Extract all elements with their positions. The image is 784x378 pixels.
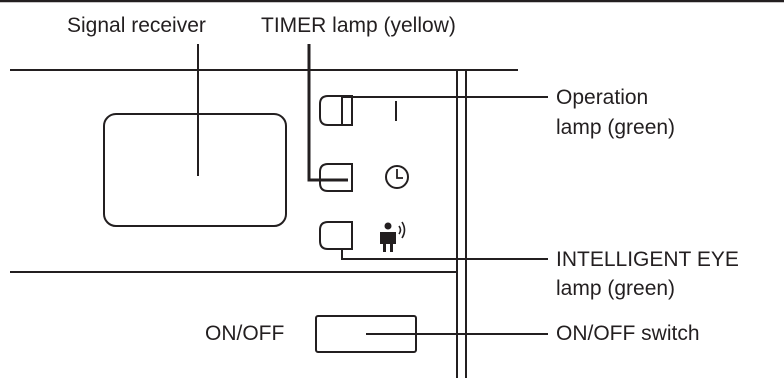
operation-lamp <box>319 95 353 126</box>
operation-lamp-label-line1: Operation <box>556 86 649 109</box>
timer-lamp-label: TIMER lamp (yellow) <box>261 14 456 37</box>
signal-receiver-window <box>103 113 287 227</box>
intelligent-eye-lamp-leader <box>341 249 548 260</box>
operation-lamp-label-line2: lamp (green) <box>556 116 676 139</box>
intelligent-eye-lamp-label-line1: INTELLIGENT EYE <box>556 248 739 271</box>
operation-lamp-leader <box>341 96 548 125</box>
on-off-switch-label: ON/OFF switch <box>556 322 700 345</box>
timer-lamp <box>319 163 353 192</box>
signal-receiver-label: Signal receiver <box>67 14 206 37</box>
timer-lamp-leader <box>307 44 348 182</box>
intelligent-eye-lamp-label-line2: lamp (green) <box>556 277 676 300</box>
on-off-text-label: ON/OFF <box>205 322 285 345</box>
intelligent-eye-lamp <box>319 221 353 250</box>
person-sensor-icon <box>380 221 406 252</box>
clock-icon <box>385 165 409 189</box>
